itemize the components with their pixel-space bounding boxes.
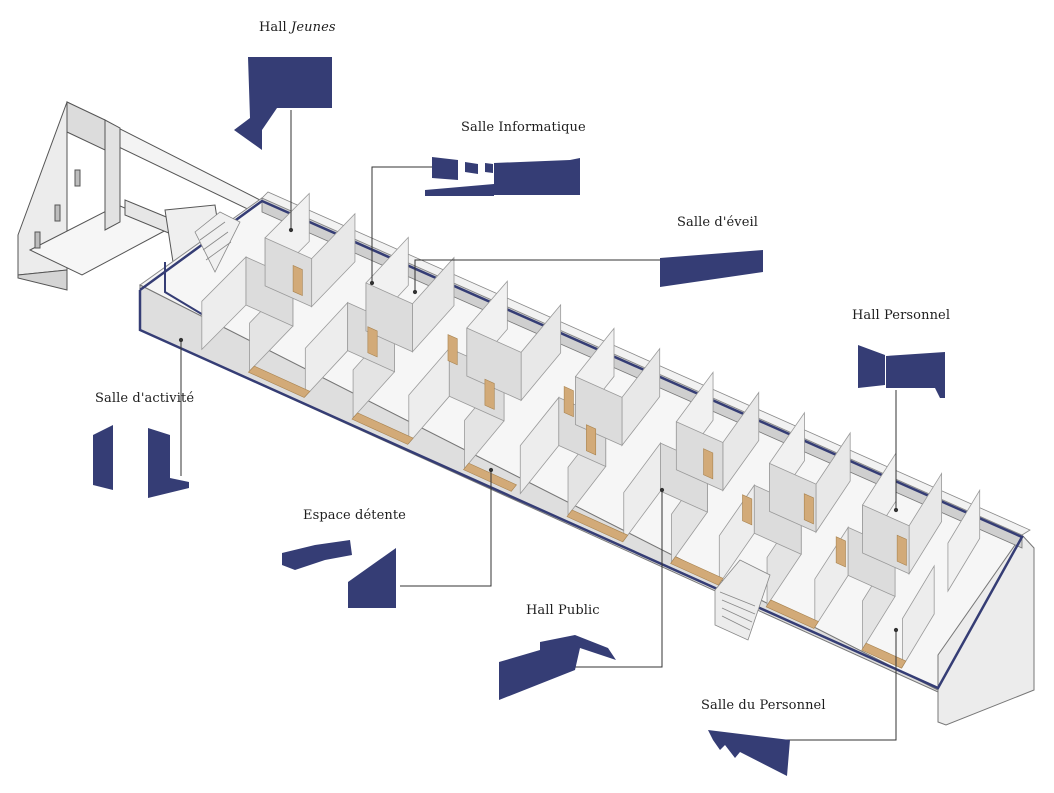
salle-eveil-shape bbox=[660, 250, 763, 287]
leader-lines bbox=[178, 110, 899, 741]
wood-counter bbox=[247, 365, 311, 398]
espace-detente-shape bbox=[282, 540, 352, 570]
wood-door bbox=[703, 448, 714, 480]
corridor-wall bbox=[466, 327, 522, 401]
label-hall-public: Hall Public bbox=[526, 603, 600, 618]
wood-counter bbox=[670, 556, 724, 586]
wood-door bbox=[896, 534, 907, 566]
wood-door bbox=[742, 494, 753, 526]
label-hall-jeunes: Hall Jeunes bbox=[259, 20, 336, 35]
label-hall-personnel: Hall Personnel bbox=[852, 308, 951, 323]
label-salle-informatique: Salle Informatique bbox=[461, 120, 586, 135]
salle-informatique-shape bbox=[425, 157, 580, 196]
hall-jeunes-shape bbox=[234, 57, 332, 150]
room-shape-icons bbox=[93, 57, 945, 776]
wood-door bbox=[484, 378, 495, 410]
salle-activite-shape bbox=[93, 425, 113, 490]
wood-door bbox=[835, 536, 846, 568]
partition-wall bbox=[947, 488, 981, 593]
hall-public-shape bbox=[499, 635, 616, 700]
wood-door bbox=[563, 386, 574, 418]
wood-door bbox=[292, 264, 303, 297]
label-salle-personnel: Salle du Personnel bbox=[701, 698, 826, 713]
partition-wall bbox=[901, 564, 935, 669]
label-salle-eveil: Salle d'éveil bbox=[677, 215, 759, 230]
corridor-wall bbox=[365, 282, 413, 353]
wood-counter bbox=[765, 599, 819, 629]
stairs bbox=[194, 211, 771, 641]
salle-personnel-shape bbox=[708, 730, 790, 776]
wood-door bbox=[367, 326, 378, 358]
wood-counter bbox=[861, 642, 907, 669]
wood-counter bbox=[462, 462, 517, 492]
wood-counter bbox=[351, 412, 414, 445]
label-hall-jeunes-prefix: Hall bbox=[259, 20, 292, 35]
hall-personnel-shape bbox=[858, 345, 885, 388]
label-hall-jeunes-emph: Jeunes bbox=[291, 20, 336, 35]
label-salle-activite: Salle d'activité bbox=[95, 391, 195, 406]
wood-door bbox=[447, 334, 458, 366]
wood-door bbox=[803, 493, 814, 525]
wood-furniture bbox=[247, 264, 907, 669]
wood-counter bbox=[566, 509, 629, 543]
label-espace-detente: Espace détente bbox=[303, 508, 406, 523]
wood-door bbox=[586, 424, 597, 456]
